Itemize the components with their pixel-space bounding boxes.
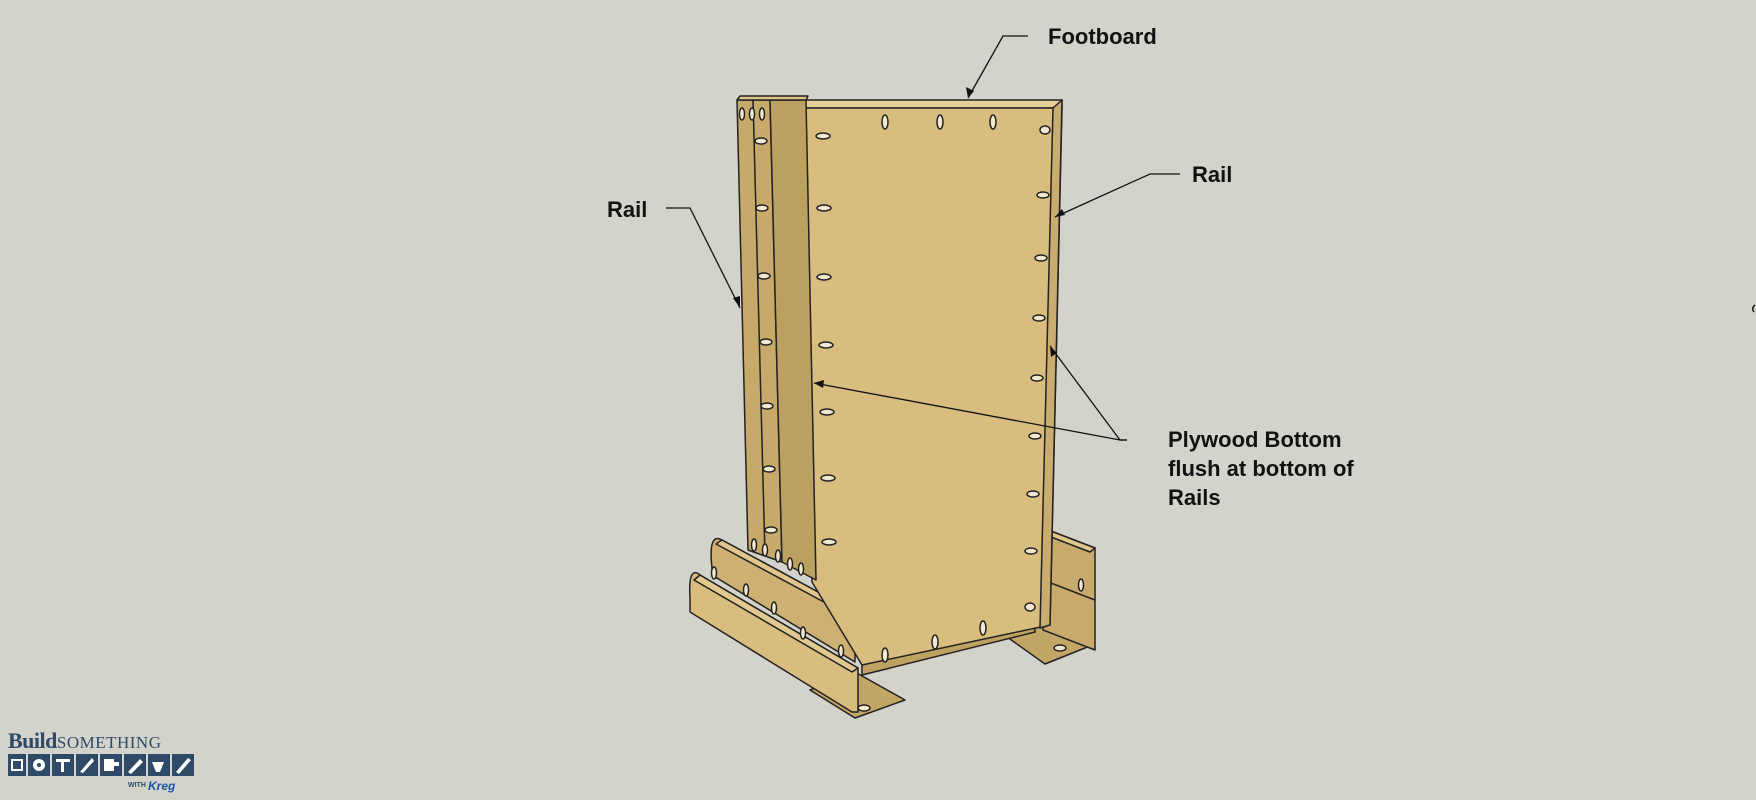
pocket-hole	[881, 647, 889, 663]
logo-tile	[28, 754, 50, 776]
pocket-hole	[1032, 314, 1046, 322]
pocket-hole	[989, 114, 997, 130]
pocket-hole	[816, 204, 832, 212]
footboard-right-edge	[1039, 99, 1063, 629]
pocket-hole	[815, 132, 831, 140]
arrowhead	[1050, 346, 1057, 357]
pocket-hole	[755, 204, 769, 212]
pocket-hole	[750, 538, 758, 552]
plywood-label-line-2: flush at bottom of	[1168, 456, 1354, 481]
logo-tile	[100, 754, 122, 776]
pocket-hole	[759, 338, 773, 346]
pocket-hole	[931, 634, 939, 650]
pocket-hole	[770, 601, 778, 615]
pocket-hole	[774, 549, 782, 563]
left-rail-seam	[752, 99, 766, 557]
arrowhead	[814, 380, 824, 388]
pocket-hole	[821, 538, 837, 546]
pocket-hole	[1039, 125, 1051, 135]
pocket-hole	[762, 465, 776, 473]
rail-left-label: Rail	[607, 197, 648, 222]
plywood-label-line-1: Plywood Bottom	[1168, 427, 1342, 452]
pocket-hole	[1028, 432, 1042, 440]
logo-with-text: WITH	[128, 782, 146, 789]
plywood-bottom-label: Plywood Bottom flush at bottom of Rails	[1168, 425, 1354, 512]
pocket-hole	[764, 526, 778, 534]
left-rail-top	[736, 95, 809, 101]
pocket-hole	[1024, 547, 1038, 555]
leader-arrowheads	[733, 87, 1065, 388]
footboard-label: Footboard	[1048, 24, 1157, 49]
pocket-hole	[799, 626, 807, 640]
pocket-hole	[820, 474, 836, 482]
footboard-face	[805, 107, 1063, 666]
arrowhead	[1055, 209, 1065, 217]
logo-something-text: SOMETHING	[56, 733, 162, 752]
pocket-hole	[857, 704, 871, 712]
pocket-hole	[754, 137, 768, 145]
pocket-hole	[797, 562, 805, 576]
logo-tile	[52, 754, 74, 776]
pocket-hole	[742, 583, 750, 597]
pocket-hole	[786, 557, 794, 571]
logo-tile	[8, 754, 26, 776]
logo-tile	[172, 754, 194, 776]
pocket-hole	[1053, 644, 1067, 652]
footboard-leader	[967, 35, 1028, 99]
pocket-hole	[761, 543, 769, 557]
leader-lines	[666, 35, 1180, 441]
arrowhead	[966, 87, 974, 98]
footboard-top-edge	[801, 99, 1063, 109]
pocket-hole	[819, 408, 835, 416]
pocket-hole	[758, 107, 766, 121]
pocket-hole	[1036, 191, 1050, 199]
pocket-hole	[979, 620, 987, 636]
pocket-hole	[936, 114, 944, 130]
pocket-hole	[1077, 578, 1085, 592]
rail-right-label: Rail	[1192, 162, 1233, 187]
pocket-hole	[757, 272, 771, 280]
rail-right-leader	[1054, 173, 1180, 218]
pocket-hole	[1030, 374, 1044, 382]
pocket-hole	[1024, 602, 1036, 612]
logo-tile	[124, 754, 146, 776]
pocket-hole	[748, 107, 756, 121]
left-foot-inner-board	[710, 537, 856, 663]
logo-tile	[76, 754, 98, 776]
pocket-hole	[837, 644, 845, 658]
pocket-hole	[1026, 490, 1040, 498]
footboard-panel	[801, 99, 1063, 666]
pocket-hole	[1034, 254, 1048, 262]
arrowhead	[733, 296, 740, 308]
pocket-hole	[738, 107, 746, 121]
edge-mark	[1751, 304, 1756, 313]
logo-wordmark: BuildSOMETHING	[8, 728, 161, 754]
left-foot-outer-board	[688, 571, 859, 713]
logo-kreg-brand: Kreg	[148, 779, 176, 793]
pocket-hole	[760, 402, 774, 410]
logo-build-text: Build	[8, 728, 57, 753]
plywood-leader-right	[1049, 345, 1127, 441]
plywood-label-line-3: Rails	[1168, 485, 1221, 510]
pocket-hole	[710, 566, 718, 580]
logo-tile	[148, 754, 170, 776]
rail-left-leader	[666, 207, 741, 309]
left-rail	[736, 95, 817, 581]
buildsomething-logo: BuildSOMETHING WITH Kreg	[8, 728, 208, 796]
pocket-hole	[881, 114, 889, 130]
pocket-hole	[818, 341, 834, 349]
pocket-hole	[816, 273, 832, 281]
logo-tool-icons	[8, 754, 194, 776]
pocket-holes	[710, 107, 1085, 712]
